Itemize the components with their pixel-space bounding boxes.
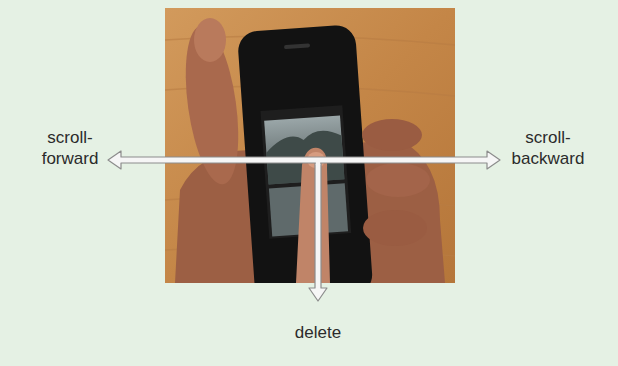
gesture-label: scroll- backward	[502, 127, 594, 169]
scroll-arrow	[108, 151, 500, 169]
hand-phone-photo	[165, 8, 455, 283]
delete-arrow	[309, 163, 327, 301]
gesture-label: delete	[263, 322, 373, 343]
gesture-label: scroll- forward	[27, 127, 113, 169]
